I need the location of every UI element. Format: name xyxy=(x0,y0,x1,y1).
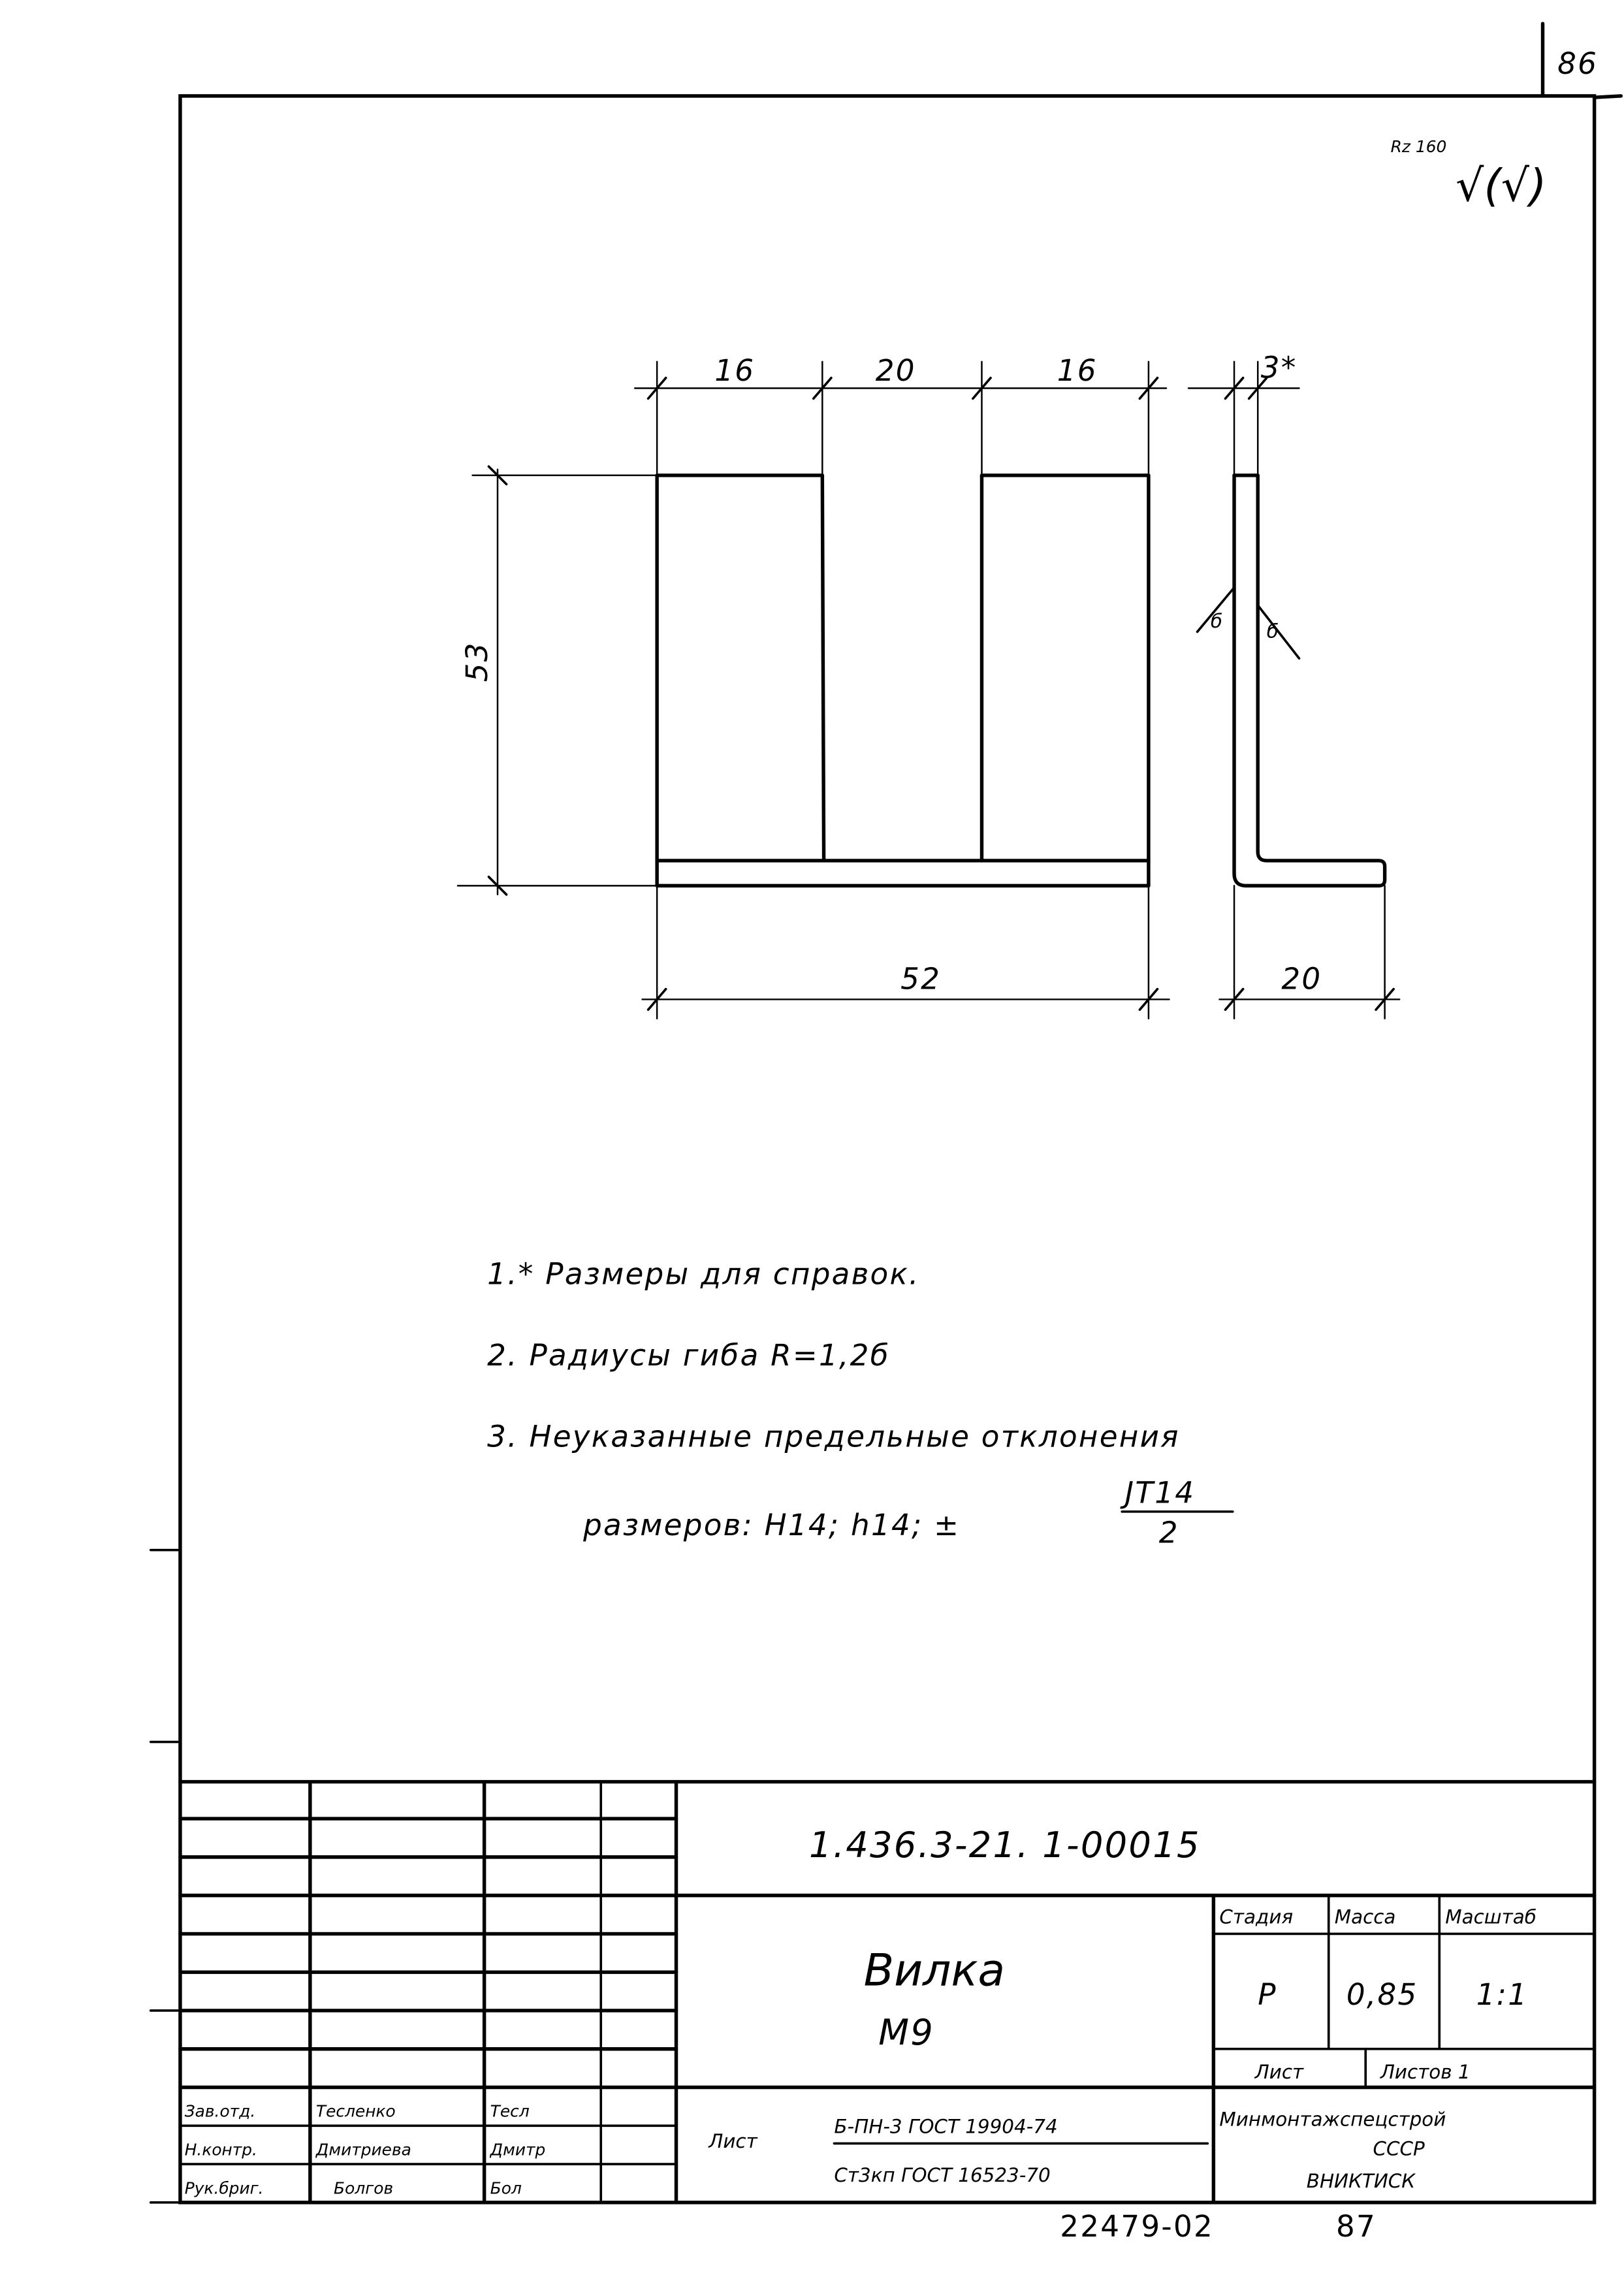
section-mark-right: б xyxy=(1267,620,1279,643)
value-scale: 1:1 xyxy=(1476,1977,1529,2012)
value-mass: 0,85 xyxy=(1346,1977,1418,2012)
document-number: 1.436.3-21. 1-00015 xyxy=(809,1824,1201,1866)
dimension-top-left: 16 xyxy=(714,353,755,388)
section-mark-left: б xyxy=(1211,610,1222,632)
page-number: 86 xyxy=(1557,46,1598,81)
tolerance-denominator: 2 xyxy=(1159,1515,1179,1550)
dimension-top-middle: 20 xyxy=(876,353,916,388)
signature-role: Зав.отд. xyxy=(185,2102,256,2121)
organization-line-3: ВНИКТИСК xyxy=(1307,2170,1416,2192)
header-scale: Масштаб xyxy=(1445,1906,1536,1928)
signature-mark: Тесл xyxy=(490,2102,530,2121)
roughness-symbol-icon: √(√) xyxy=(1456,159,1546,211)
organization-line-1: Минмонтажспецстрой xyxy=(1219,2108,1446,2130)
sheet-label: Лист xyxy=(1254,2061,1304,2083)
dimension-width: 52 xyxy=(900,962,941,996)
dimension-flange: 20 xyxy=(1281,962,1322,996)
dimension-thickness: 3* xyxy=(1261,351,1298,385)
signature-name: Тесленко xyxy=(316,2102,396,2121)
signature-role: Н.контр. xyxy=(185,2141,257,2159)
front-view xyxy=(456,360,1170,1020)
roughness-label: Rz 160 xyxy=(1391,137,1447,156)
signature-name: Дмитриева xyxy=(315,2141,411,2159)
signature-mark: Дмитр xyxy=(490,2141,546,2159)
organization-line-2: СССР xyxy=(1373,2138,1425,2160)
header-mass: Масса xyxy=(1335,1906,1396,1928)
archive-number: 22479-02 xyxy=(1060,2209,1214,2244)
sheets-count: Листов 1 xyxy=(1380,2061,1471,2083)
title-block-grid xyxy=(178,1779,1597,2205)
drawing-frame xyxy=(178,94,1597,2205)
part-name: Вилка xyxy=(864,1945,1005,1996)
material-label: Лист xyxy=(708,2130,757,2152)
tolerance-numerator: JT14 xyxy=(1120,1475,1196,1510)
dimension-top-right: 16 xyxy=(1057,353,1098,388)
dimension-height: 53 xyxy=(460,641,494,682)
note-2: 2. Радиусы гиба R=1,2б xyxy=(487,1338,890,1373)
footer-page: 87 xyxy=(1336,2209,1377,2244)
signature-name: Болгов xyxy=(334,2178,393,2197)
note-3: 3. Неуказанные предельные отклонения xyxy=(487,1419,1180,1454)
part-code: М9 xyxy=(878,2012,934,2053)
frame-corner xyxy=(1592,94,1623,99)
side-view xyxy=(1187,360,1401,1020)
material-line-2: Ст3кп ГОСТ 16523-70 xyxy=(834,2164,1050,2186)
note-3-continued: размеров: H14; h14; ± xyxy=(582,1508,960,1542)
signature-mark: Бол xyxy=(490,2178,522,2197)
material-line-1: Б-ПН-3 ГОСТ 19904-74 xyxy=(834,2116,1057,2138)
header-stage: Стадия xyxy=(1219,1906,1293,1928)
signature-role: Рук.бриг. xyxy=(185,2178,264,2197)
value-stage: Р xyxy=(1258,1977,1277,2012)
note-1: 1.* Размеры для справок. xyxy=(487,1257,920,1292)
